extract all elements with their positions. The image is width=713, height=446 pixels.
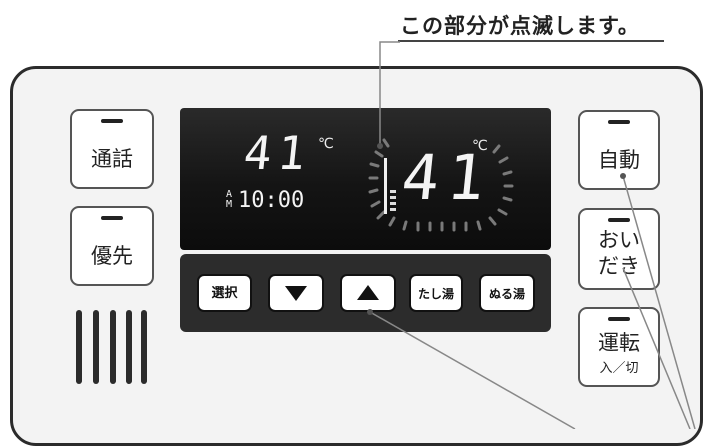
speaker-slot [93,310,99,384]
set-temp-unit: ℃ [472,138,488,154]
talk-button-label: 通話 [91,147,133,171]
power-button[interactable]: 運転 入／切 [578,307,660,387]
speaker-slot [110,310,116,384]
down-button[interactable]: ▼ [268,274,324,312]
button-indicator-bar [101,216,123,220]
speaker-slot [126,310,132,384]
button-indicator-bar [608,317,630,321]
up-arrow-icon [357,285,379,300]
add-hot-water-button[interactable]: たし湯 [409,274,463,312]
callout-underline [398,40,664,42]
lukewarm-water-button[interactable]: ぬる湯 [479,274,535,312]
priority-button-label: 優先 [91,244,133,268]
ampm-indicator: AM [226,189,233,210]
up-button[interactable]: ▲ [340,274,396,312]
reheat-button-label-line2: だき [598,254,640,278]
reheat-button[interactable]: おい だき [578,208,660,290]
talk-button[interactable]: 通話 [70,109,154,189]
speaker-slot [141,310,147,384]
add-hot-water-label: たし湯 [417,287,454,301]
button-indicator-bar [608,120,630,124]
auto-button-label: 自動 [598,148,640,172]
button-indicator-bar [608,218,630,222]
button-indicator-bar [101,119,123,123]
blink-segment-ring [368,138,514,232]
select-button-label: 選択 [211,286,238,301]
clock-readout: 10:00 [238,188,305,213]
callout-headline: この部分が点滅します。 [400,14,640,38]
power-button-label-line2: 入／切 [599,361,639,376]
keypad: 選択 ▼ ▲ たし湯 ぬる湯 [180,254,551,332]
speaker-slot [76,310,82,384]
lukewarm-water-label: ぬる湯 [488,287,525,301]
priority-button[interactable]: 優先 [70,206,154,286]
lcd-display: 41 ℃ AM 10:00 41 ℃ [180,108,551,250]
callout-leader-lines [367,41,696,429]
power-button-label-line1: 運転 [598,331,640,355]
reheat-button-label-line1: おい [598,228,640,252]
select-button[interactable]: 選択 [197,274,252,312]
down-arrow-icon [285,286,307,301]
water-temp-unit: ℃ [318,136,334,152]
auto-button[interactable]: 自動 [578,110,660,190]
